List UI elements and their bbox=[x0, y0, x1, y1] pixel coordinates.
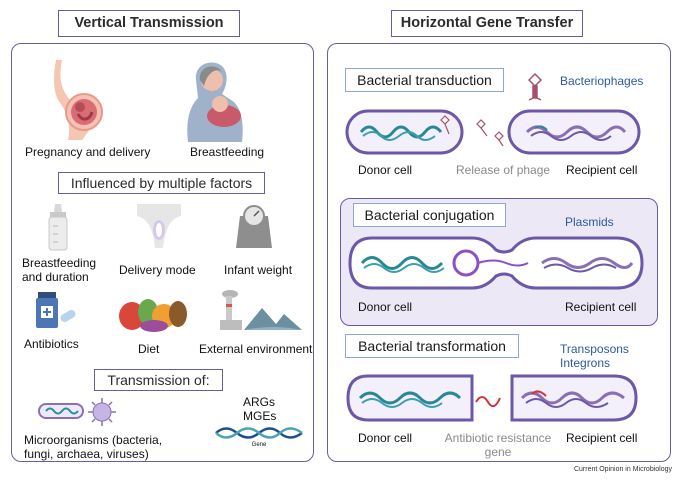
pregnancy-illustration bbox=[54, 60, 103, 140]
transformation-donor-label: Donor cell bbox=[358, 431, 413, 445]
bacteriophages-label: Bacteriophages bbox=[560, 74, 644, 88]
mges-label: MGEs bbox=[243, 409, 277, 423]
factors-title: Influenced by multiple factors bbox=[58, 172, 265, 194]
plasmids-label: Plasmids bbox=[565, 215, 614, 229]
bf-duration-label-2: and duration bbox=[22, 270, 89, 284]
conjugation-title: Bacterial conjugation bbox=[353, 203, 506, 227]
pregnancy-label: Pregnancy and delivery bbox=[25, 145, 151, 159]
delivery-mode-label: Delivery mode bbox=[119, 263, 196, 277]
transposons-label: Transposons bbox=[560, 342, 629, 356]
arg-label-2: gene bbox=[484, 445, 512, 459]
transformation-title: Bacterial transformation bbox=[345, 334, 519, 358]
transduction-recipient-label: Recipient cell bbox=[566, 163, 638, 177]
transmission-title: Transmission of: bbox=[94, 369, 223, 391]
transduction-diagram bbox=[345, 72, 641, 155]
infant-weight-label: Infant weight bbox=[224, 263, 293, 277]
transformation-diagram bbox=[346, 374, 638, 422]
transduction-title: Bacterial transduction bbox=[345, 68, 504, 92]
scale-icon bbox=[236, 205, 272, 248]
diet-icon bbox=[119, 299, 187, 332]
delivery-mode-icon bbox=[137, 204, 181, 248]
gene-label: Gene bbox=[251, 442, 267, 448]
external-environment-label: External environment bbox=[199, 342, 313, 356]
baby-bottle-icon bbox=[48, 204, 68, 251]
breastfeeding-illustration bbox=[187, 62, 243, 142]
transduction-donor-label: Donor cell bbox=[358, 163, 413, 177]
conjugation-recipient-label: Recipient cell bbox=[565, 300, 637, 314]
microorganisms-label-1: Microorganisms (bacteria, bbox=[24, 433, 163, 447]
bf-duration-label-1: Breastfeeding bbox=[22, 256, 97, 270]
antibiotics-label: Antibiotics bbox=[24, 337, 79, 351]
virus-icon bbox=[88, 398, 116, 426]
release-of-phage-label: Release of phage bbox=[456, 163, 551, 177]
antibiotics-icon bbox=[36, 292, 76, 328]
args-label: ARGs bbox=[243, 395, 276, 409]
diet-label: Diet bbox=[138, 342, 160, 356]
horizontal-transfer-title: Horizontal Gene Transfer bbox=[391, 10, 583, 37]
breastfeeding-label: Breastfeeding bbox=[190, 145, 265, 159]
external-environment-icon bbox=[220, 290, 302, 330]
journal-credit: Current Opinion in Microbiology bbox=[573, 466, 672, 473]
conjugation-donor-label: Donor cell bbox=[358, 300, 413, 314]
bacterium-icon bbox=[38, 403, 84, 419]
vertical-transmission-title: Vertical Transmission bbox=[58, 10, 240, 37]
dna-helix-icon bbox=[215, 427, 303, 439]
microorganisms-label-2: fungi, archaea, viruses) bbox=[24, 447, 149, 461]
arg-label-1: Antibiotic resistance bbox=[444, 431, 552, 445]
transformation-recipient-label: Recipient cell bbox=[566, 431, 638, 445]
conjugation-diagram bbox=[348, 236, 644, 290]
vertical-transmission-panel bbox=[11, 43, 314, 462]
integrons-label: Integrons bbox=[560, 356, 611, 370]
